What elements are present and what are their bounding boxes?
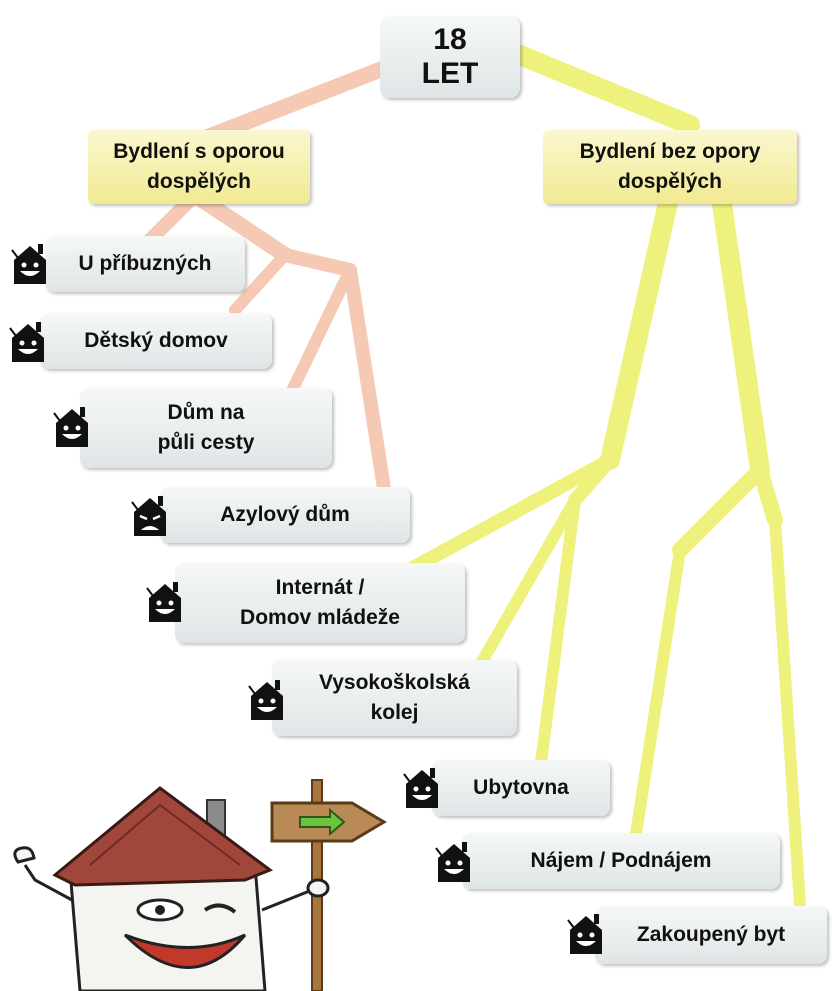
house-smile-icon	[11, 243, 47, 285]
mascot-arm-right	[261, 888, 313, 912]
house-sad-icon	[130, 494, 168, 538]
supported-item-3: Dům na půli cesty	[80, 388, 332, 468]
house-smile-icon	[9, 321, 45, 363]
unsupported-item-label: Nájem / Podnájem	[530, 849, 712, 872]
supported-item-label: Dětský domov	[84, 329, 228, 352]
category-unsupported-label: Bydlení bez opory dospělých	[579, 140, 761, 193]
mascot-eye-wink	[203, 903, 237, 914]
unsupported-item-4: Nájem / Podnájem	[462, 833, 780, 889]
supported-item-label: Dům na půli cesty	[157, 401, 255, 454]
supported-item-4: Azylový dům	[160, 487, 410, 543]
unsupported-item-3: Ubytovna	[432, 760, 610, 816]
supported-item-1: U příbuzných	[45, 236, 245, 292]
unsupported-branches	[393, 45, 806, 911]
house-smile-icon	[53, 406, 89, 448]
house-smile-icon	[248, 679, 284, 721]
mascot-arm-left	[23, 864, 73, 902]
unsupported-item-2: Vysokoškolská kolej	[272, 660, 517, 736]
root-label: 18 LET	[421, 23, 479, 90]
category-unsupported: Bydlení bez opory dospělých	[543, 130, 797, 204]
category-supported: Bydlení s oporou dospělých	[88, 130, 310, 204]
category-supported-label: Bydlení s oporou dospělých	[113, 140, 285, 193]
mascot-mouth	[123, 933, 247, 969]
house-roof	[52, 786, 274, 887]
house-smile-icon	[567, 913, 603, 955]
house-mascot-illustration	[13, 779, 387, 991]
unsupported-item-1: Internát / Domov mládeže	[175, 563, 465, 643]
house-smile-icon	[403, 767, 439, 809]
supported-item-2: Dětský domov	[40, 313, 272, 369]
unsupported-item-label: Ubytovna	[473, 776, 569, 799]
unsupported-item-label: Vysokoškolská kolej	[319, 671, 470, 724]
unsupported-item-label: Internát / Domov mládeže	[240, 576, 400, 629]
unsupported-item-label: Zakoupený byt	[636, 923, 786, 946]
supported-item-label: Azylový dům	[220, 503, 350, 526]
unsupported-item-5: Zakoupený byt	[595, 906, 827, 964]
arrow-signpost-icon	[270, 801, 387, 843]
supported-item-label: U příbuzných	[78, 252, 212, 275]
root-node: 18 LET	[380, 16, 520, 98]
house-smile-icon	[146, 581, 182, 623]
house-smile-icon	[435, 841, 471, 883]
